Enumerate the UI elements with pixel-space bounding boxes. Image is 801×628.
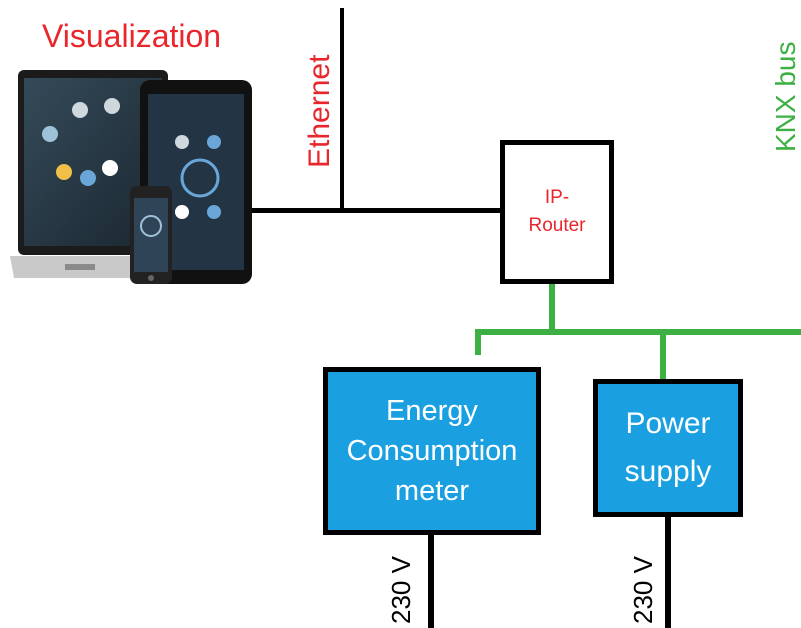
- energy-meter-box: Energy Consumption meter: [323, 367, 541, 535]
- energy-meter-supply-line: [428, 533, 434, 628]
- energy-meter-bus-drop: [475, 329, 481, 355]
- power-supply-supply-line: [665, 515, 671, 628]
- voltage-label-right: 230 V: [628, 556, 658, 624]
- power-supply-bus-drop: [660, 329, 666, 384]
- knx-bus-line: [475, 329, 801, 335]
- devices-illustration: [10, 70, 252, 284]
- power-supply-label-line2: supply: [624, 455, 712, 488]
- energy-meter-label-line1: Energy: [386, 395, 478, 427]
- ethernet-line: [252, 208, 504, 213]
- router-bus-drop: [549, 284, 555, 332]
- knx-bus-label: KNX bus: [770, 41, 801, 153]
- smartphone-icon: [130, 186, 172, 284]
- visualization-label: Visualization: [42, 18, 222, 54]
- energy-meter-label-line2: Consumption: [346, 435, 518, 467]
- ethernet-riser: [340, 8, 344, 213]
- tablet-icon: [140, 80, 252, 284]
- power-supply-box: Power supply: [593, 379, 743, 517]
- power-supply-label-line1: Power: [625, 407, 711, 440]
- ip-router-box: IP- Router: [500, 140, 614, 284]
- ip-router-label-line2: Router: [528, 215, 586, 236]
- ethernet-label: Ethernet: [303, 54, 336, 168]
- energy-meter-label-line3: meter: [394, 475, 470, 507]
- ip-router-label-line1: IP-: [544, 187, 570, 208]
- voltage-label-left: 230 V: [386, 556, 416, 624]
